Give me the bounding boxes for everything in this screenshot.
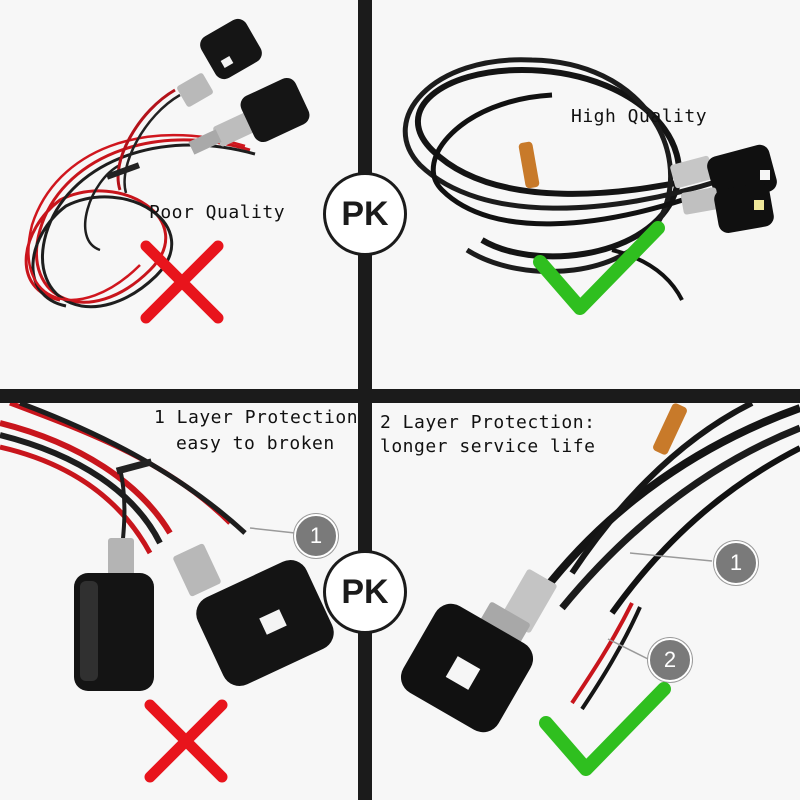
thin-red-cable-led-image (24, 18, 310, 309)
callout-one-layer: 1 (294, 514, 338, 558)
thick-black-cable-led-image (402, 57, 777, 301)
panel-two-layer: 2 Layer Protection: longer service life … (372, 403, 800, 800)
poor-quality-label: Poor Quality (149, 202, 286, 223)
green-check-icon (539, 682, 671, 776)
pk-badge-top: PK (323, 172, 407, 256)
one-layer-cable-image (0, 403, 334, 691)
green-check-icon (533, 221, 665, 315)
horizontal-divider (0, 389, 800, 403)
one-layer-label-line2: easy to broken (176, 433, 335, 454)
one-layer-label-line1: 1 Layer Protection: (154, 407, 358, 428)
pk-badge-bottom: PK (323, 550, 407, 634)
callout-outer-layer: 1 (714, 541, 758, 585)
panel-poor-quality: Poor Quality (0, 0, 358, 389)
panel-one-layer: 1 Layer Protection: easy to broken 1 (0, 403, 358, 800)
panel-high-quality: High Quality (372, 0, 800, 389)
two-layer-cable-image (400, 403, 800, 733)
two-layer-label-line2: longer service life (380, 436, 596, 457)
red-cross-icon (144, 699, 228, 783)
red-cross-icon (140, 240, 224, 324)
high-quality-label: High Quality (571, 106, 708, 127)
two-layer-label-line1: 2 Layer Protection: (380, 412, 596, 433)
callout-inner-layer: 2 (648, 638, 692, 682)
